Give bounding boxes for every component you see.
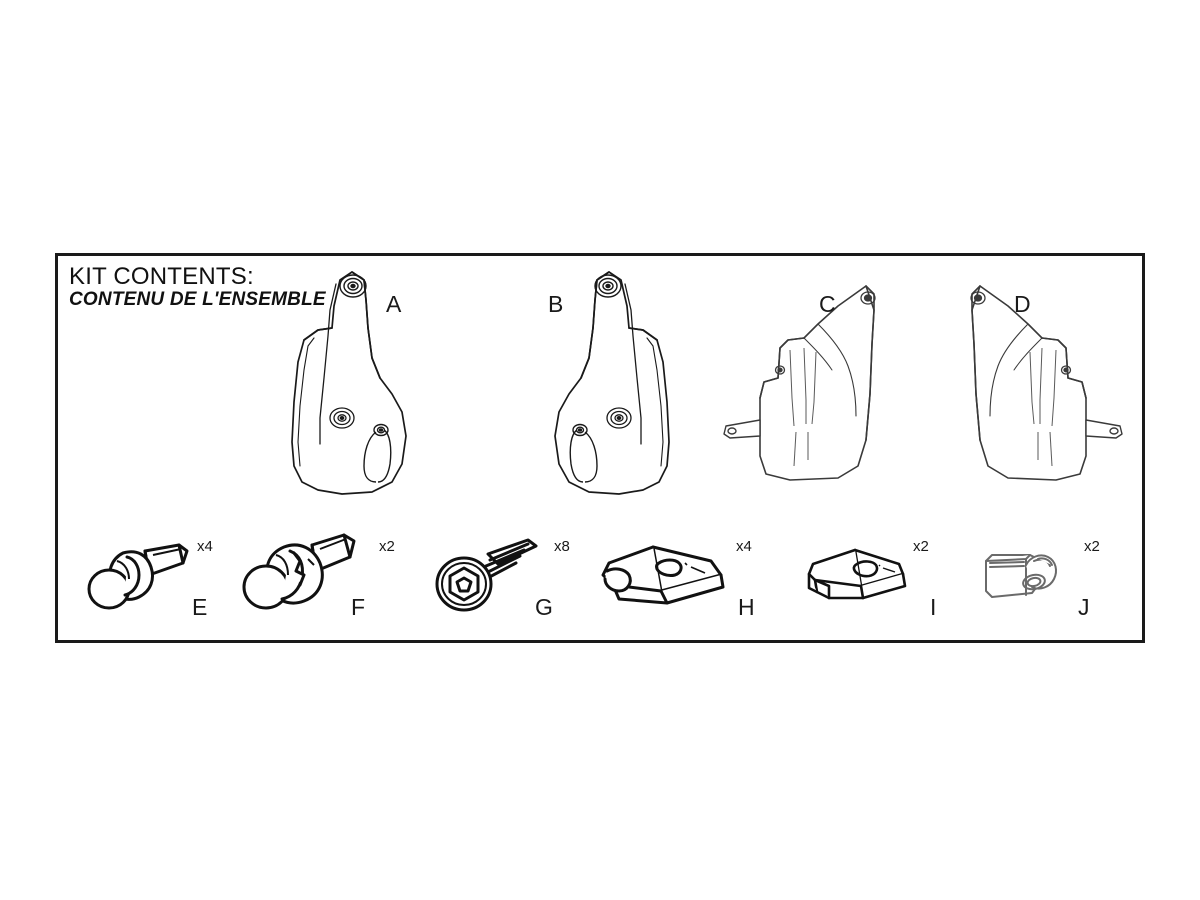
part-quantity-I: x2 xyxy=(913,538,929,555)
part-quantity-J: x2 xyxy=(1084,538,1100,555)
kit-contents-frame: KIT CONTENTS: CONTENU DE L'ENSEMBLE xyxy=(55,253,1145,643)
part-label-I: I xyxy=(930,594,937,620)
part-quantity-E: x4 xyxy=(197,538,213,555)
part-illustration-I xyxy=(803,546,908,608)
title-block: KIT CONTENTS: CONTENU DE L'ENSEMBLE xyxy=(69,264,326,310)
part-illustration-A xyxy=(280,266,430,501)
part-quantity-G: x8 xyxy=(554,538,570,555)
part-label-A: A xyxy=(386,291,402,317)
page-title: KIT CONTENTS: xyxy=(69,263,254,290)
part-label-B: B xyxy=(548,291,564,317)
part-illustration-D xyxy=(948,274,1128,504)
part-label-J: J xyxy=(1078,594,1090,620)
part-illustration-E xyxy=(83,541,193,616)
part-label-F: F xyxy=(351,594,366,620)
part-label-C: C xyxy=(819,291,836,317)
part-illustration-B xyxy=(531,266,681,501)
part-illustration-C xyxy=(718,274,898,504)
part-label-D: D xyxy=(1014,291,1031,317)
page-subtitle: CONTENU DE L'ENSEMBLE xyxy=(69,289,326,311)
part-quantity-H: x4 xyxy=(736,538,752,555)
part-illustration-G xyxy=(428,534,543,616)
part-label-G: G xyxy=(535,594,553,620)
part-label-H: H xyxy=(738,594,755,620)
part-quantity-F: x2 xyxy=(379,538,395,555)
part-label-E: E xyxy=(192,594,208,620)
part-illustration-F xyxy=(238,531,358,616)
part-illustration-H xyxy=(595,541,730,611)
part-illustration-J xyxy=(978,549,1073,609)
